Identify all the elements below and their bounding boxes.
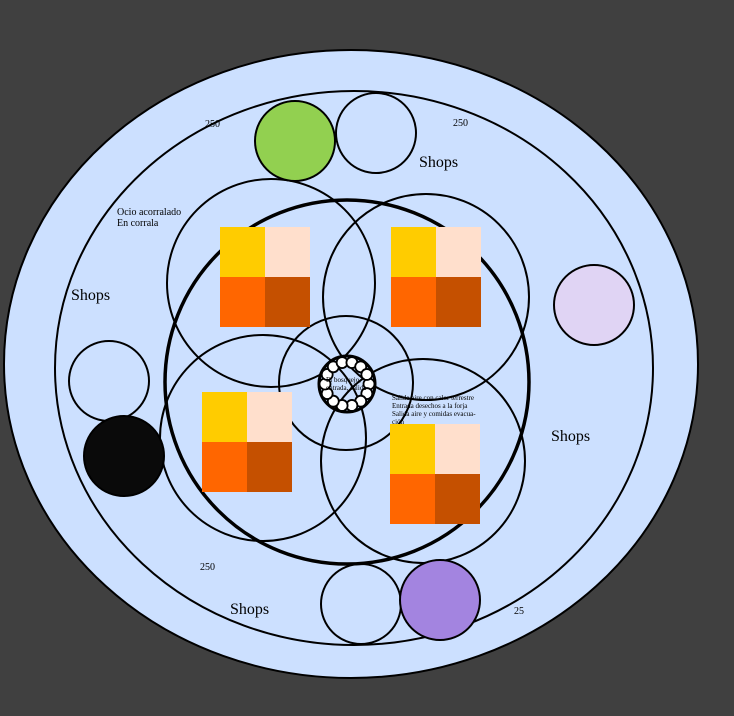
inner-ring bbox=[54, 90, 654, 646]
salida-note: Salida aire con calor terrestre Entrada … bbox=[392, 394, 476, 426]
number-label: 25 bbox=[514, 606, 524, 617]
center-line: entrada, salida bbox=[326, 384, 367, 392]
color-tile bbox=[390, 474, 435, 524]
lobe-top-left bbox=[166, 178, 376, 388]
color-tile bbox=[220, 277, 265, 327]
black-circle[interactable] bbox=[83, 415, 165, 497]
purple-circle[interactable] bbox=[399, 559, 481, 641]
salida-line: Entrada desechos a la forja bbox=[392, 402, 468, 410]
salida-line: ción bbox=[392, 418, 405, 426]
center-line: El bosquejo, bbox=[326, 376, 361, 384]
color-tile bbox=[247, 442, 292, 492]
color-tile bbox=[436, 227, 481, 277]
ocio-note: Ocio acorralado En corrala bbox=[117, 207, 181, 229]
number-label: 250 bbox=[205, 119, 220, 130]
color-tile bbox=[220, 227, 265, 277]
color-tile bbox=[265, 227, 310, 277]
color-tile bbox=[265, 277, 310, 327]
color-tile bbox=[202, 392, 247, 442]
color-tile bbox=[391, 227, 436, 277]
bead bbox=[360, 368, 374, 381]
color-tile bbox=[391, 277, 436, 327]
center-note: El bosquejo, entrada, salida bbox=[326, 376, 366, 392]
core-beads bbox=[318, 356, 376, 412]
shops-label-top: Shops bbox=[419, 154, 459, 171]
shops-label-right: Shops bbox=[551, 428, 591, 445]
shops-label-left: Shops bbox=[71, 287, 111, 304]
empty-circle-top[interactable] bbox=[335, 92, 417, 174]
green-circle[interactable] bbox=[254, 100, 336, 182]
shops-label-bottom: Shops bbox=[230, 601, 270, 618]
central-ring bbox=[163, 198, 531, 566]
salida-line: Salida aire con calor terrestre bbox=[392, 394, 475, 402]
color-tile bbox=[435, 474, 480, 524]
salida-line: Salida aire y comidas evacua- bbox=[392, 410, 476, 418]
color-tile bbox=[435, 424, 480, 474]
middle-circle bbox=[278, 315, 414, 451]
ocio-line: En corrala bbox=[117, 218, 159, 229]
ocio-line: Ocio acorralado bbox=[117, 207, 182, 218]
color-tile bbox=[202, 442, 247, 492]
color-tile bbox=[247, 392, 292, 442]
color-tile bbox=[390, 424, 435, 474]
lavender-circle[interactable] bbox=[553, 264, 635, 346]
number-label: 250 bbox=[200, 562, 215, 573]
color-tile bbox=[436, 277, 481, 327]
lobe-top-right bbox=[322, 193, 530, 401]
number-label: 250 bbox=[453, 118, 468, 129]
